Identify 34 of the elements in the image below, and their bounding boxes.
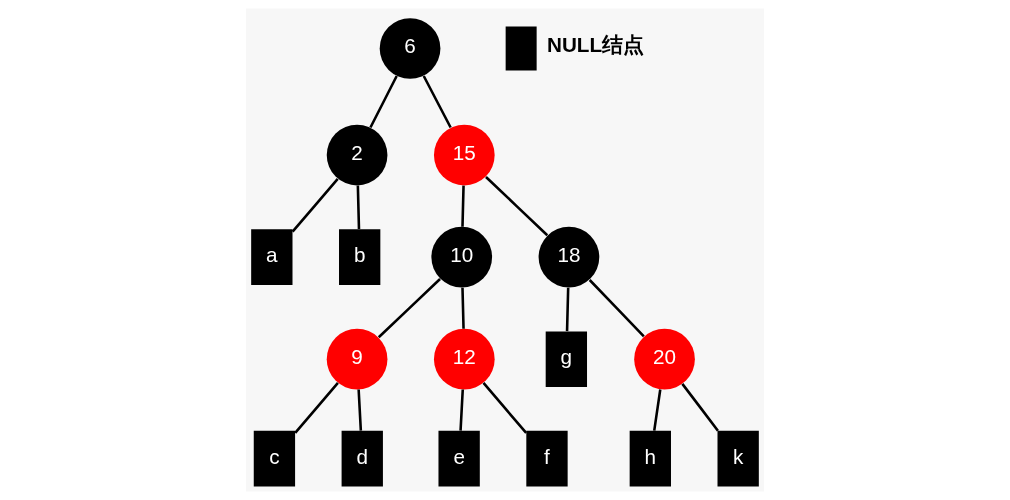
legend-label: NULL结点 bbox=[546, 33, 645, 57]
node-box: g bbox=[545, 331, 588, 387]
node-box: b bbox=[339, 229, 381, 285]
node-circle: 9 bbox=[326, 328, 388, 390]
node-circle: 10 bbox=[431, 226, 493, 288]
node-box: c bbox=[253, 430, 296, 487]
node-box: a bbox=[251, 229, 293, 285]
connector bbox=[565, 287, 570, 332]
connector bbox=[422, 75, 452, 129]
node-box: k bbox=[717, 430, 759, 487]
connector bbox=[377, 278, 441, 339]
connector bbox=[459, 389, 465, 431]
connector bbox=[482, 382, 528, 434]
connector bbox=[369, 75, 398, 129]
node-circle: 18 bbox=[538, 226, 600, 288]
connector bbox=[485, 176, 549, 237]
node-box: h bbox=[629, 430, 671, 487]
connector bbox=[588, 279, 645, 338]
connector bbox=[461, 287, 465, 329]
node-circle: 15 bbox=[433, 124, 495, 186]
connector bbox=[652, 389, 662, 431]
node-box: f bbox=[526, 430, 568, 487]
node-box: e bbox=[438, 430, 480, 487]
node-circle: 12 bbox=[433, 328, 495, 390]
node-circle: 2 bbox=[326, 124, 388, 186]
connector bbox=[681, 383, 719, 432]
connector bbox=[357, 389, 363, 431]
node-circle: 20 bbox=[634, 328, 695, 390]
connector bbox=[294, 382, 339, 434]
node-box: d bbox=[341, 430, 383, 487]
connector bbox=[461, 185, 465, 227]
connector bbox=[291, 178, 339, 233]
node-circle: 6 bbox=[379, 18, 441, 79]
connector bbox=[356, 185, 361, 230]
